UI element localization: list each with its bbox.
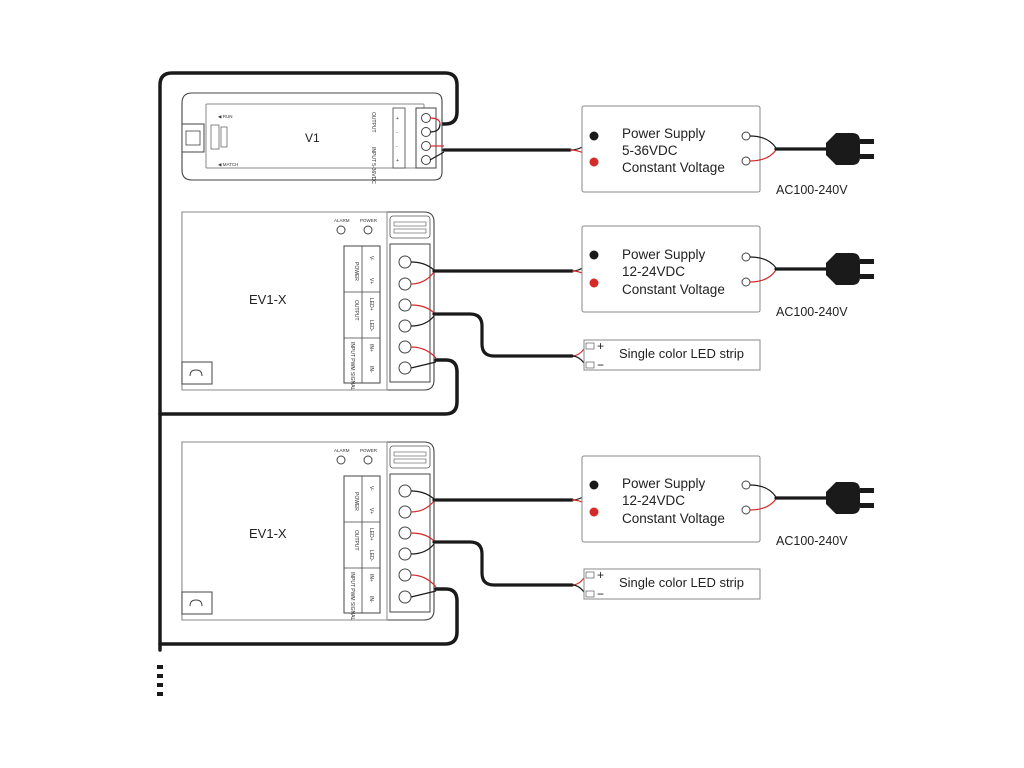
svg-text:+: + (396, 116, 399, 122)
ac-plug-1 (826, 133, 874, 165)
v1-input-label: INPUT 5-36VDC (370, 147, 376, 184)
svg-text:Power Supply: Power Supply (622, 247, 706, 262)
svg-text:5-36VDC: 5-36VDC (622, 143, 678, 158)
svg-text:IN-: IN- (368, 366, 374, 373)
psu2-negative-terminal (589, 250, 599, 260)
svg-text:V+: V+ (368, 278, 374, 284)
ev1x-receiver-2: EV1-X ALARM POWER POWER OUTPUT INPUT PWM… (181, 441, 435, 621)
svg-text:+: + (597, 339, 604, 353)
psu3-negative-terminal (589, 480, 599, 490)
svg-text:+: + (597, 568, 604, 582)
led-strip-2: + − Single color LED strip (583, 568, 761, 601)
svg-text:POWER: POWER (353, 262, 359, 281)
power-supply-2: Power Supply 12-24VDC Constant Voltage (581, 225, 761, 313)
svg-text:V-: V- (368, 486, 374, 491)
svg-text:Constant Voltage: Constant Voltage (622, 511, 725, 526)
v1-name: V1 (305, 131, 320, 145)
psu2-positive-terminal (589, 278, 599, 288)
power-supply-3: Power Supply 12-24VDC Constant Voltage (581, 455, 761, 543)
svg-text:IN+: IN+ (368, 344, 374, 352)
svg-text:Constant Voltage: Constant Voltage (622, 282, 725, 297)
svg-text:OUTPUT: OUTPUT (353, 300, 359, 321)
svg-text:ALARM: ALARM (334, 218, 350, 223)
svg-text:LED+: LED+ (368, 528, 374, 541)
svg-text:LED-: LED- (368, 550, 374, 562)
svg-text:IN+: IN+ (368, 574, 374, 582)
v1-match-label: ◀ MATCH (218, 162, 238, 167)
ev1x-2-alarm-led (336, 455, 346, 465)
svg-text:Power Supply: Power Supply (622, 126, 706, 141)
ev1x-1-power-led (363, 225, 373, 235)
ev1x-2-name: EV1-X (249, 526, 287, 541)
svg-text:INPUT PWM SIGNAL: INPUT PWM SIGNAL (349, 572, 355, 620)
svg-text:LED+: LED+ (368, 298, 374, 311)
svg-text:POWER: POWER (353, 492, 359, 511)
v1-match-button[interactable] (185, 130, 201, 146)
power-supply-1: Power Supply 5-36VDC Constant Voltage (581, 105, 761, 193)
svg-text:-: - (396, 130, 398, 136)
psu1-ac-label: AC100-240V (776, 183, 848, 197)
ev1x-receiver-1: EV1-X ALARM POWER POWER OUTPUT INPUT PWM… (181, 211, 435, 391)
svg-text:V+: V+ (368, 508, 374, 514)
psu3-positive-terminal (589, 507, 599, 517)
svg-text:−: − (597, 358, 604, 372)
svg-text:12-24VDC: 12-24VDC (622, 264, 685, 279)
ac-plug-3 (826, 482, 874, 514)
psu2-ac-label: AC100-240V (776, 305, 848, 319)
svg-text:12-24VDC: 12-24VDC (622, 493, 685, 508)
psu1-positive-terminal (589, 157, 599, 167)
svg-text:LED-: LED- (368, 320, 374, 332)
v1-run-label: ◀ RUN (218, 114, 232, 119)
v1-terminal-labels (392, 107, 406, 169)
psu3-ac-label: AC100-240V (776, 534, 848, 548)
v1-terminal-block (415, 107, 437, 169)
psu1-negative-terminal (589, 131, 599, 141)
svg-text:POWER: POWER (360, 218, 378, 223)
svg-text:POWER: POWER (360, 448, 378, 453)
svg-text:V-: V- (368, 256, 374, 261)
svg-text:OUTPUT: OUTPUT (353, 530, 359, 551)
v1-output-label: OUTPUT (370, 112, 376, 133)
svg-text:−: − (597, 587, 604, 601)
svg-text:IN-: IN- (368, 596, 374, 603)
svg-text:Constant Voltage: Constant Voltage (622, 160, 725, 175)
ac-plug-2 (826, 253, 874, 285)
svg-text:ALARM: ALARM (334, 448, 350, 453)
svg-text:+: + (396, 158, 399, 164)
ev1x-2-power-led (363, 455, 373, 465)
svg-text:INPUT PWM SIGNAL: INPUT PWM SIGNAL (349, 342, 355, 390)
v1-controller: V1 ◀ RUN ◀ MATCH OUTPUT INPUT 5-36VDC + … (181, 92, 443, 184)
svg-text:Power Supply: Power Supply (622, 476, 706, 491)
signal-bus-cable (158, 71, 459, 652)
ev1x-1-name: EV1-X (249, 292, 287, 307)
bus-continuation-dots (157, 665, 163, 696)
led-strip-1: + − Single color LED strip (583, 339, 761, 372)
ev1x-1-alarm-led (336, 225, 346, 235)
led-strip-1-label: Single color LED strip (619, 346, 744, 361)
svg-text:-: - (396, 144, 398, 150)
led-strip-2-label: Single color LED strip (619, 575, 744, 590)
